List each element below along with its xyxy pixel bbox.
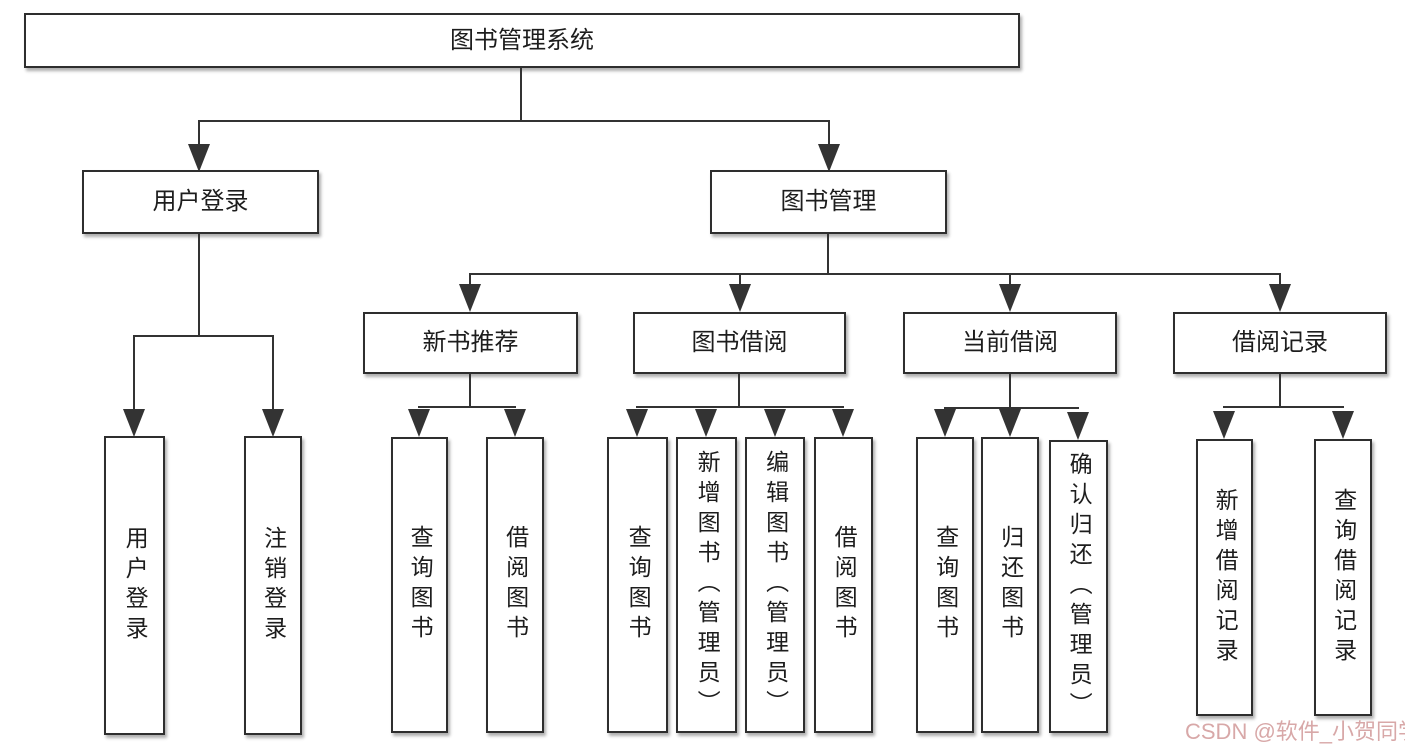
node-book-mgmt: 图书管理: [710, 170, 947, 234]
arrow-to-book-mgmt-icon: [818, 144, 840, 172]
leaf-cb-return-books-label: 归还图书: [997, 525, 1024, 645]
connector-borrow-records-rail: [1223, 406, 1344, 408]
connector-new-books-rail: [418, 406, 516, 408]
node-book-borrow-label: 图书借阅: [691, 329, 788, 356]
connector-current-borrow-stem: [1009, 374, 1011, 408]
connector-root-rail: [198, 120, 830, 122]
leaf-nb-query-books-label: 查询图书: [407, 525, 434, 645]
leaf-logout-label: 注销登录: [260, 525, 287, 646]
connector-book-borrow-rail: [636, 406, 844, 408]
leaf-br-add-record-label: 新增借阅记录: [1212, 487, 1239, 668]
connector-user-login-rail: [133, 335, 273, 337]
connector-drop-leaf-logout: [272, 335, 274, 415]
arrow-to-bb-edit-icon: [764, 409, 786, 437]
arrow-to-cb-return-icon: [999, 409, 1021, 437]
node-user-login-label: 用户登录: [152, 188, 249, 215]
node-library-system-label: 图书管理系统: [450, 26, 594, 54]
leaf-nb-query-books: 查询图书: [391, 437, 448, 733]
leaf-logout: 注销登录: [244, 436, 302, 735]
connector-book-borrow-stem: [738, 374, 740, 407]
arrow-to-nb-query-icon: [408, 409, 430, 437]
arrow-to-borrow-records-icon: [1269, 284, 1291, 312]
arrow-to-bb-borrow-icon: [832, 409, 854, 437]
leaf-cb-return-books: 归还图书: [981, 437, 1039, 733]
leaf-bb-borrow-books-label: 借阅图书: [831, 525, 858, 645]
leaf-cb-query-books-label: 查询图书: [932, 525, 959, 645]
arrow-to-bb-query-icon: [626, 409, 648, 437]
connector-drop-book-borrow: [739, 273, 741, 290]
connector-root-stem: [520, 68, 522, 121]
leaf-bb-borrow-books: 借阅图书: [814, 437, 873, 733]
leaf-bb-edit-books-label: 编辑图书（管理员）: [762, 450, 789, 720]
arrow-to-book-borrow-icon: [729, 284, 751, 312]
leaf-bb-edit-books: 编辑图书（管理员）: [745, 437, 805, 733]
node-book-borrow: 图书借阅: [633, 312, 846, 374]
node-new-books-label: 新书推荐: [422, 329, 519, 356]
leaf-bb-query-books: 查询图书: [607, 437, 668, 733]
arrow-to-br-add-icon: [1213, 411, 1235, 439]
leaf-br-query-record: 查询借阅记录: [1314, 439, 1372, 716]
leaf-br-query-record-label: 查询借阅记录: [1330, 487, 1357, 668]
arrow-to-cb-query-icon: [934, 409, 956, 437]
leaf-user-login-label: 用户登录: [122, 525, 149, 646]
connector-drop-borrow-records: [1279, 273, 1281, 290]
leaf-nb-borrow-books-label: 借阅图书: [502, 525, 529, 645]
leaf-nb-borrow-books: 借阅图书: [486, 437, 544, 733]
connector-current-borrow-rail: [944, 407, 1079, 409]
leaf-user-login: 用户登录: [104, 436, 165, 735]
connector-new-books-stem: [469, 374, 471, 407]
connector-drop-new-books: [469, 273, 471, 290]
arrow-to-bb-add-icon: [695, 409, 717, 437]
node-current-borrow-label: 当前借阅: [962, 329, 1058, 356]
node-library-system: 图书管理系统: [24, 13, 1020, 68]
arrow-to-cb-confirm-icon: [1067, 412, 1089, 440]
node-book-mgmt-label: 图书管理: [780, 188, 877, 215]
arrow-to-new-books-icon: [459, 284, 481, 312]
connector-drop-user-login: [198, 120, 200, 150]
arrow-to-br-query-icon: [1332, 411, 1354, 439]
connector-drop-current-borrow: [1009, 273, 1011, 290]
leaf-cb-confirm-return: 确认归还（管理员）: [1049, 440, 1108, 733]
connector-borrow-records-stem: [1279, 374, 1281, 407]
leaf-cb-confirm-return-label: 确认归还（管理员）: [1066, 451, 1093, 722]
connector-book-mgmt-rail: [469, 273, 1281, 275]
arrow-to-leaf-login-icon: [123, 409, 145, 437]
leaf-bb-query-books-label: 查询图书: [625, 525, 652, 645]
csdn-watermark: CSDN @软件_小贺同学: [1185, 719, 1405, 744]
leaf-bb-add-books: 新增图书（管理员）: [676, 437, 737, 733]
connector-drop-leaf-login: [133, 335, 135, 415]
leaf-bb-add-books-label: 新增图书（管理员）: [694, 450, 721, 720]
node-new-books: 新书推荐: [363, 312, 578, 374]
connector-user-login-stem: [198, 234, 200, 336]
arrow-to-nb-borrow-icon: [504, 409, 526, 437]
arrow-to-current-borrow-icon: [999, 284, 1021, 312]
node-current-borrow: 当前借阅: [903, 312, 1117, 374]
node-user-login: 用户登录: [82, 170, 319, 234]
leaf-cb-query-books: 查询图书: [916, 437, 974, 733]
arrow-to-leaf-logout-icon: [262, 409, 284, 437]
arrow-to-user-login-icon: [188, 144, 210, 172]
node-borrow-records: 借阅记录: [1173, 312, 1387, 374]
connector-book-mgmt-stem: [827, 234, 829, 275]
node-borrow-records-label: 借阅记录: [1232, 329, 1328, 356]
leaf-br-add-record: 新增借阅记录: [1196, 439, 1253, 716]
connector-drop-book-mgmt: [828, 120, 830, 150]
